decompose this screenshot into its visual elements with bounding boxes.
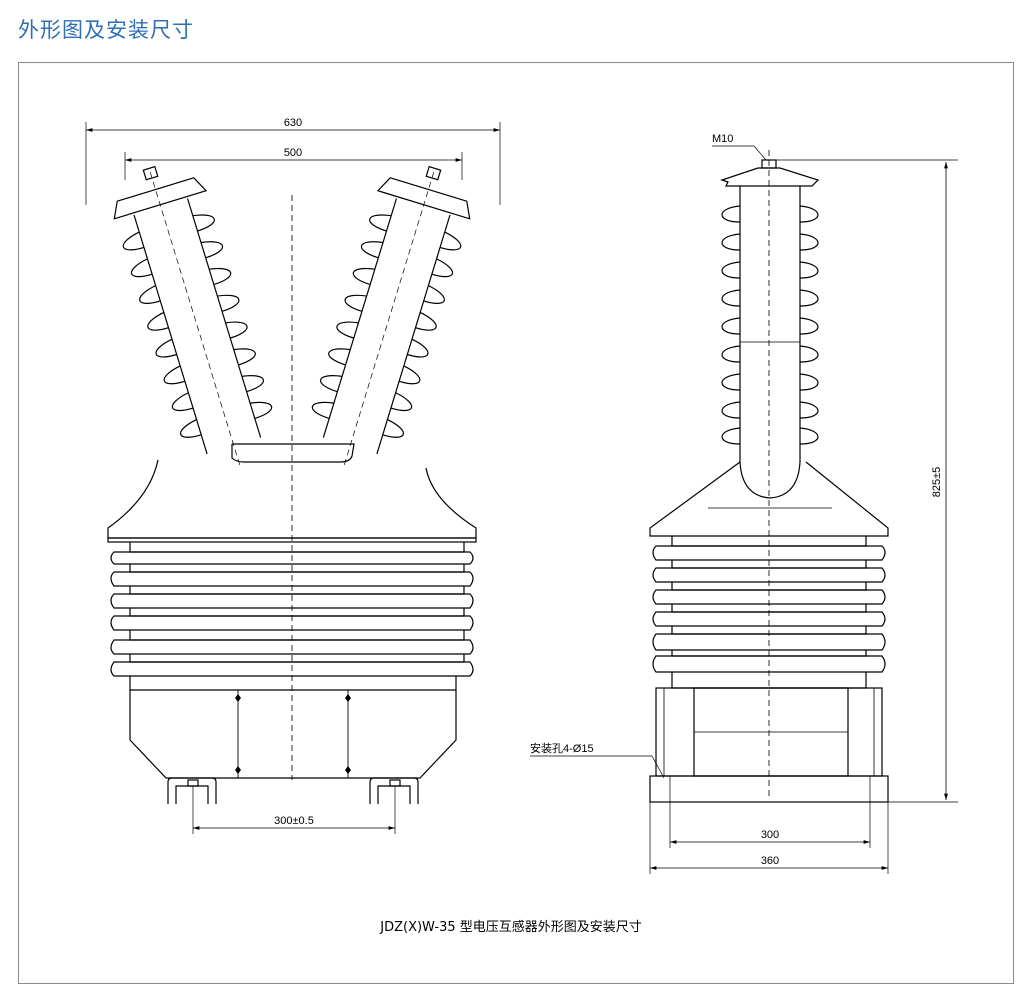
nameplate — [237, 689, 349, 779]
saddle — [231, 443, 355, 463]
top-shed — [720, 167, 820, 187]
page-title: 外形图及安装尺寸 — [18, 18, 194, 42]
dim-label-630: 630 — [284, 117, 302, 129]
top-shed — [376, 177, 471, 220]
drawing-frame — [18, 62, 1014, 984]
hole-label: 安装孔4-Ø15 — [530, 741, 594, 755]
drawing-caption: JDZ(X)W-35 型电压互感器外形图及安装尺寸 — [379, 919, 642, 935]
dim-label-mount-right: 300 — [761, 829, 779, 841]
insulator-sheds — [122, 198, 273, 455]
mounting-foot-right — [369, 777, 419, 834]
left-insulator — [113, 165, 273, 465]
base-housing — [649, 687, 889, 803]
body-shoulder — [649, 461, 889, 537]
top-shed — [113, 177, 208, 220]
right-view — [530, 145, 958, 874]
dim-label-500: 500 — [284, 147, 302, 159]
base-housing — [129, 690, 457, 779]
body-sheds — [107, 537, 477, 691]
right-insulator — [311, 165, 471, 465]
thread-label: M10 — [712, 133, 733, 145]
left-view — [85, 122, 501, 834]
insulator-sheds — [721, 186, 819, 450]
dim-label-360: 360 — [761, 855, 779, 867]
dome — [739, 450, 801, 499]
mounting-foot-left — [167, 777, 217, 834]
dim-label-height: 825±5 — [931, 467, 943, 498]
base-plate — [649, 775, 889, 803]
dim-label-mount-left: 300±0.5 — [274, 815, 314, 827]
